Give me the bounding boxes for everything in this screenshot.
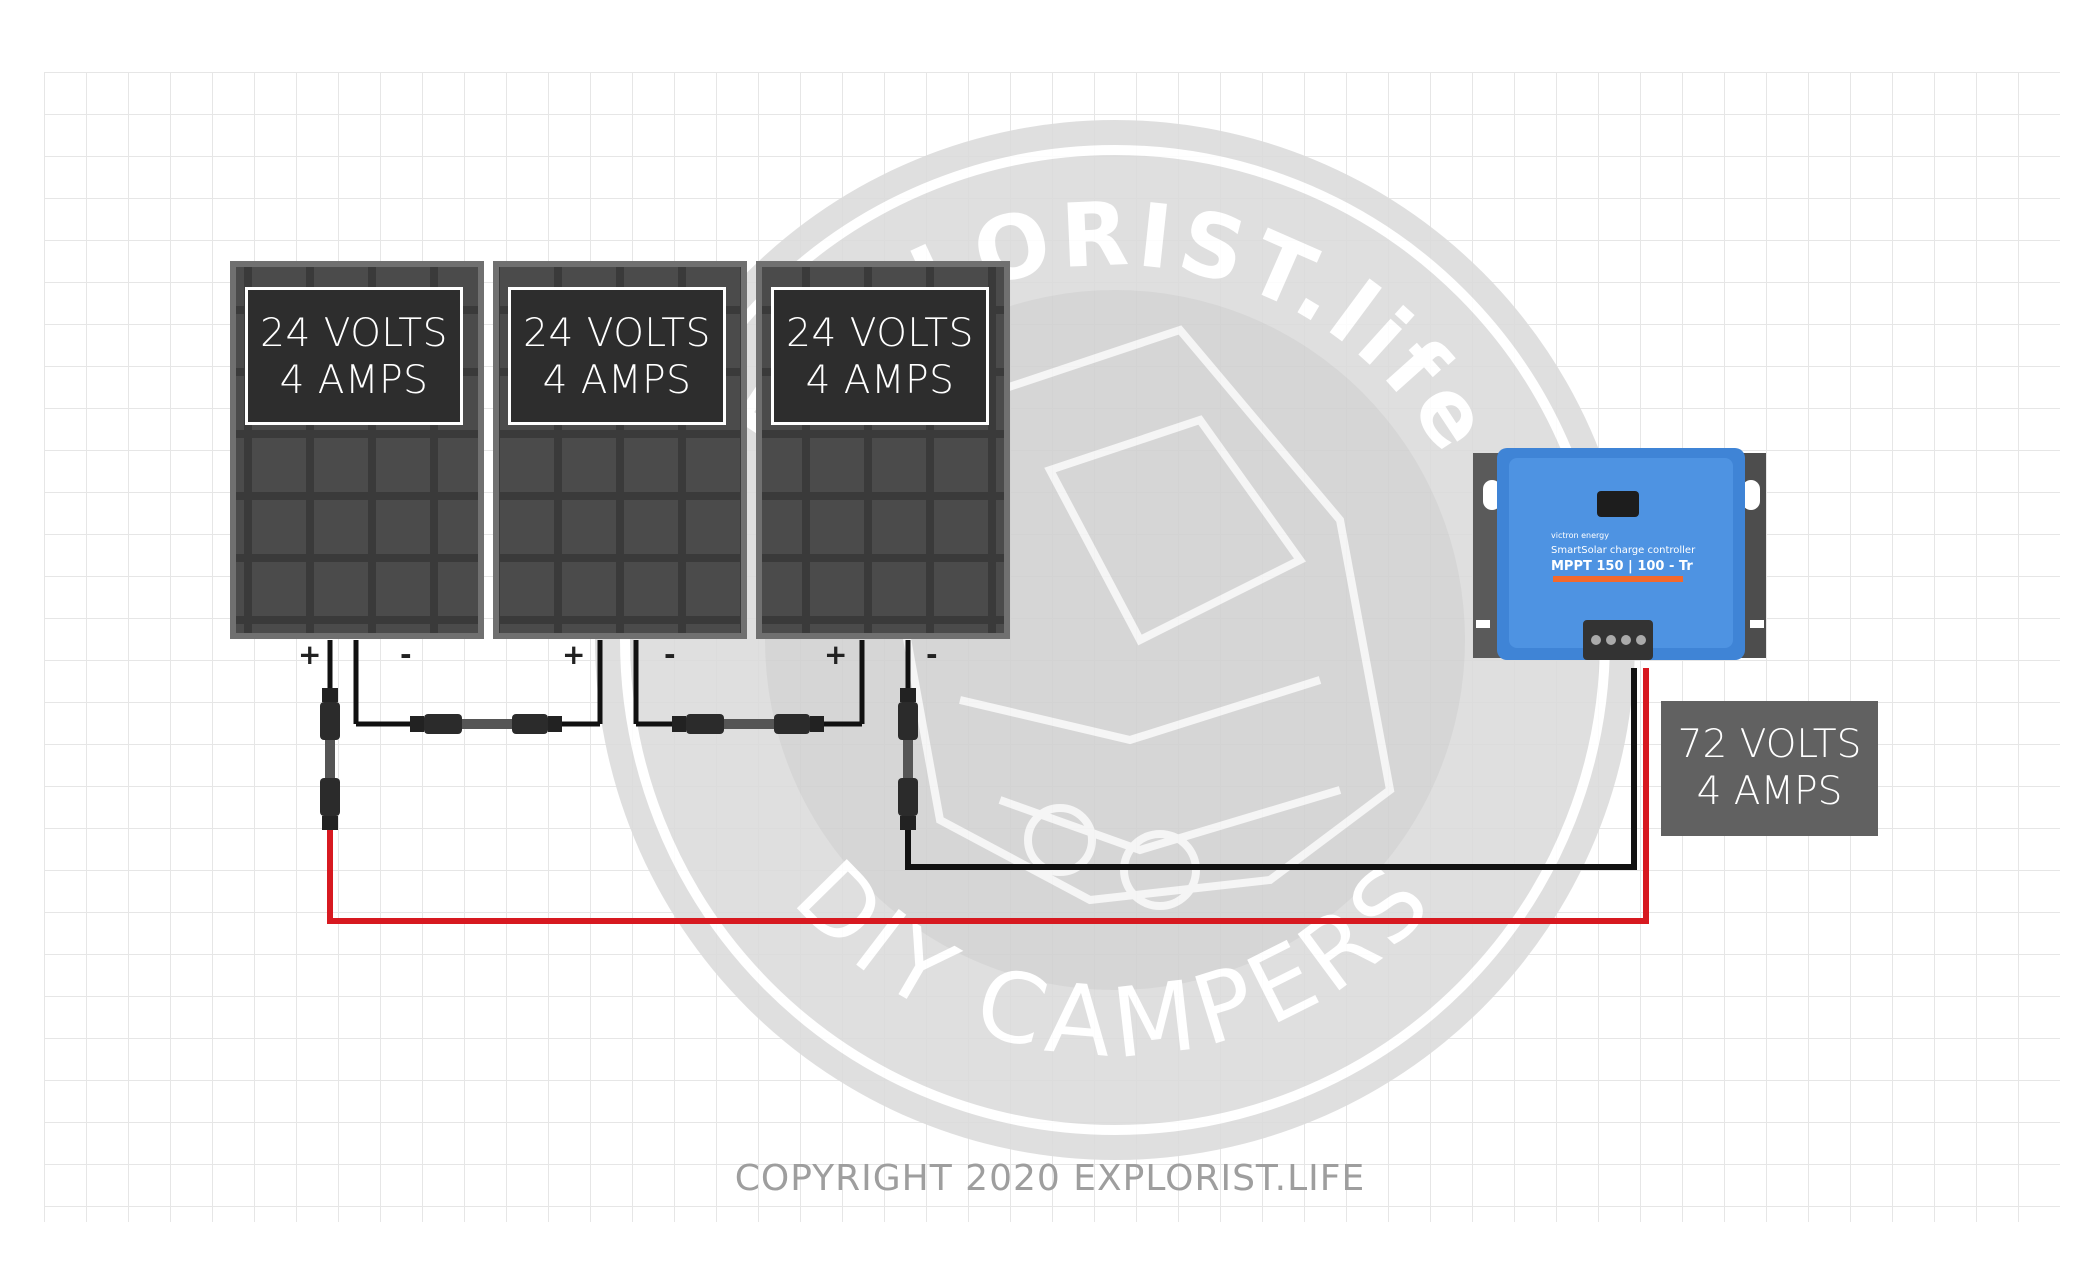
controller-display — [1597, 491, 1639, 517]
panel-1-positive-terminal: + — [298, 638, 322, 671]
mount-hole-icon — [1742, 480, 1760, 510]
mc4-positive-lower — [320, 760, 340, 830]
controller-product-line: SmartSolar charge controller — [1551, 545, 1696, 556]
van-icon — [895, 325, 1395, 910]
panel-3-volts: 24 VOLTS — [786, 311, 974, 356]
mc4-positive-upper — [320, 688, 340, 762]
positive-output-wire — [327, 668, 1649, 924]
mc4-connectors — [320, 688, 918, 830]
panel-3-positive-terminal: + — [824, 638, 848, 671]
panel-1-rating: 24 VOLTS 4 AMPS — [245, 287, 463, 425]
panel-1-volts: 24 VOLTS — [260, 311, 448, 356]
panel-1-amps: 4 AMPS — [279, 358, 429, 403]
panel-1-negative-terminal: - — [400, 638, 412, 671]
output-volts: 72 VOLTS — [1677, 722, 1862, 767]
mc4-connector-4 — [754, 714, 824, 734]
negative-output-wire — [905, 668, 1637, 870]
output-amps: 4 AMPS — [1696, 769, 1843, 814]
output-rating: 72 VOLTS 4 AMPS — [1661, 701, 1878, 836]
controller-model: MPPT 150 | 100 - Tr — [1551, 559, 1693, 574]
mc4-connector-2 — [492, 714, 562, 734]
panel-3-rating: 24 VOLTS 4 AMPS — [771, 287, 989, 425]
panel-2-positive-terminal: + — [562, 638, 586, 671]
panel-2-negative-terminal: - — [664, 638, 676, 671]
charge-controller: victron energy SmartSolar charge control… — [1473, 448, 1766, 660]
panel-2-rating: 24 VOLTS 4 AMPS — [508, 287, 726, 425]
mc4-negative-upper — [898, 688, 918, 762]
panel-3-amps: 4 AMPS — [805, 358, 955, 403]
copyright-notice: COPYRIGHT 2020 EXPLORIST.LIFE — [734, 1158, 1366, 1199]
panel-3-negative-terminal: - — [926, 638, 938, 671]
mc4-negative-lower — [898, 760, 918, 830]
panel-2-amps: 4 AMPS — [542, 358, 692, 403]
mount-hole-icon — [1483, 480, 1501, 510]
mc4-connector-1 — [410, 714, 492, 734]
mc4-connector-3 — [672, 714, 754, 734]
panel-2-volts: 24 VOLTS — [523, 311, 711, 356]
controller-brand: victron energy — [1551, 531, 1609, 540]
